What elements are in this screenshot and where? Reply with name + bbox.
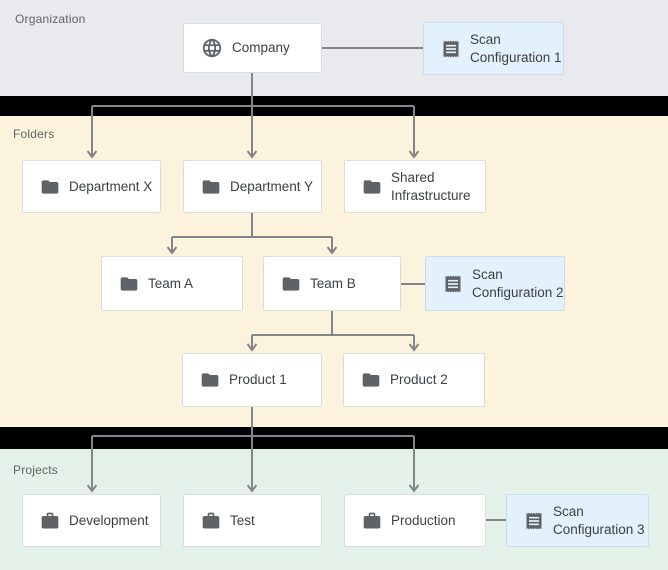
- node-scan-config-3: Scan Configuration 3: [506, 494, 649, 547]
- node-label: Department X: [69, 178, 153, 194]
- folder-icon: [201, 177, 221, 197]
- globe-icon: [201, 37, 223, 59]
- folder-icon: [362, 177, 382, 197]
- briefcase-icon: [362, 511, 382, 531]
- node-label: Test: [230, 512, 255, 528]
- organization-section-label: Organization: [15, 12, 86, 26]
- projects-section-label: Projects: [13, 463, 58, 477]
- section-divider: [0, 96, 668, 116]
- folder-icon: [361, 370, 381, 390]
- node-development: Development: [22, 494, 161, 547]
- node-shared-infrastructure: Shared Infrastructure: [344, 160, 486, 213]
- folder-icon: [119, 274, 139, 294]
- folder-icon: [200, 370, 220, 390]
- receipt-icon: [524, 510, 544, 532]
- node-label: Product 1: [229, 372, 287, 387]
- briefcase-icon: [40, 511, 60, 531]
- node-scan-config-1: Scan Configuration 1: [423, 22, 564, 75]
- receipt-icon: [443, 273, 463, 295]
- folder-icon: [281, 274, 301, 294]
- receipt-icon: [441, 38, 461, 60]
- node-label: Department Y: [230, 178, 314, 194]
- node-label: Company: [232, 40, 290, 55]
- node-label: Shared Infrastructure: [391, 169, 471, 203]
- node-label: Development: [69, 512, 149, 528]
- node-team-a: Team A: [101, 256, 243, 311]
- node-test: Test: [183, 494, 322, 547]
- node-label: Scan Configuration 1: [470, 31, 562, 65]
- node-department-x: Department X: [22, 160, 161, 213]
- node-label: Scan Configuration 2: [472, 266, 564, 300]
- folders-section-label: Folders: [13, 127, 55, 141]
- organization-section: [0, 0, 668, 96]
- node-team-b: Team B: [263, 256, 401, 311]
- section-divider: [0, 427, 668, 449]
- briefcase-icon: [201, 511, 221, 531]
- node-product-2: Product 2: [343, 353, 485, 407]
- node-label: Production: [391, 512, 456, 528]
- node-department-y: Department Y: [183, 160, 322, 213]
- node-label: Product 2: [390, 372, 448, 387]
- folder-icon: [40, 177, 60, 197]
- node-label: Team B: [310, 275, 356, 291]
- node-scan-config-2: Scan Configuration 2: [425, 256, 565, 311]
- node-label: Team A: [148, 275, 194, 291]
- node-company: Company: [183, 23, 322, 73]
- node-production: Production: [344, 494, 486, 547]
- node-label: Scan Configuration 3: [553, 503, 645, 537]
- node-product-1: Product 1: [182, 353, 322, 407]
